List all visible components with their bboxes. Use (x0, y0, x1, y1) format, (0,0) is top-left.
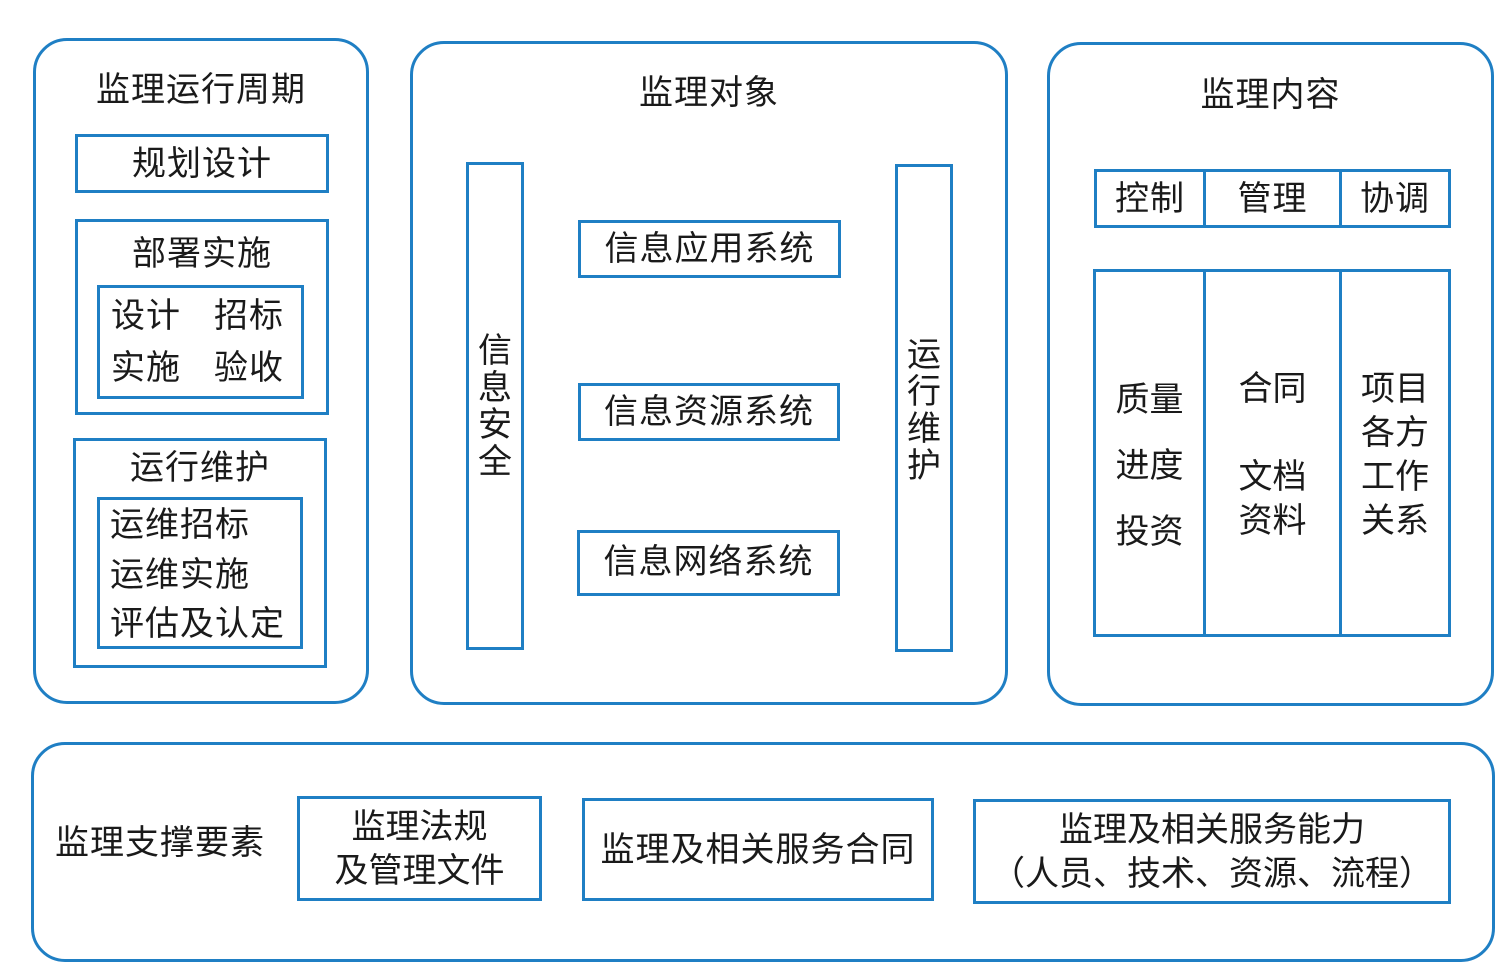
app-system-label: 信息应用系统 (604, 229, 815, 269)
content-col-manage (1203, 269, 1342, 637)
security-label: 信 息 安 全 (478, 331, 512, 482)
maintain-inner-box (97, 497, 303, 649)
lifecycle-title: 监理运行周期 (96, 70, 306, 110)
objects-title: 监理对象 (639, 73, 779, 113)
resource-system-box (578, 383, 840, 441)
content-manage-docs: 文档 资料 (1238, 457, 1307, 541)
content-manage-contract: 合同 (1238, 369, 1307, 409)
deploy-title: 部署实施 (132, 234, 272, 274)
planning-label: 规划设计 (132, 144, 272, 184)
content-header-control-label: 控制 (1115, 179, 1185, 219)
content-coordinate-items: 项目 各方 工作 关系 (1361, 369, 1429, 541)
resource-system-label: 信息资源系统 (604, 392, 814, 432)
content-col-control (1093, 269, 1206, 637)
support-regulations-box (297, 796, 542, 901)
content-header-manage-label: 管理 (1237, 179, 1308, 219)
security-box (466, 162, 524, 650)
support-regulations-label: 监理法规 及管理文件 (334, 807, 505, 891)
deploy-item-design: 设计 (111, 296, 181, 336)
deploy-inner-box (97, 285, 304, 399)
ops-label: 运 行 维 护 (907, 335, 941, 486)
support-capability-label: 监理及相关服务能力 （人员、技术、资源、流程） (991, 810, 1433, 894)
maintain-item-evaluate: 评估及认定 (110, 604, 285, 644)
deploy-item-acceptance: 验收 (214, 348, 284, 388)
maintain-title: 运行维护 (130, 448, 270, 488)
content-header-coordinate-label: 协调 (1360, 179, 1430, 219)
app-system-box (578, 220, 841, 278)
content-control-items: 质量 进度 投资 (1115, 380, 1184, 552)
support-contract-label: 监理及相关服务合同 (600, 830, 916, 870)
planning-box (75, 134, 329, 193)
network-system-label: 信息网络系统 (603, 542, 814, 582)
content-title: 监理内容 (1200, 75, 1341, 115)
support-capability-box (973, 799, 1451, 904)
deploy-item-implement: 实施 (111, 348, 181, 388)
support-title: 监理支撑要素 (55, 823, 265, 863)
network-system-box (577, 530, 840, 596)
support-contract-box (582, 798, 934, 901)
maintain-item-implement: 运维实施 (110, 555, 250, 595)
maintain-item-bidding: 运维招标 (110, 505, 250, 545)
ops-box (895, 164, 953, 652)
content-col-coordinate (1339, 269, 1451, 637)
deploy-item-bidding: 招标 (214, 296, 284, 336)
content-header-control (1094, 169, 1206, 228)
content-header-coordinate (1339, 169, 1451, 228)
